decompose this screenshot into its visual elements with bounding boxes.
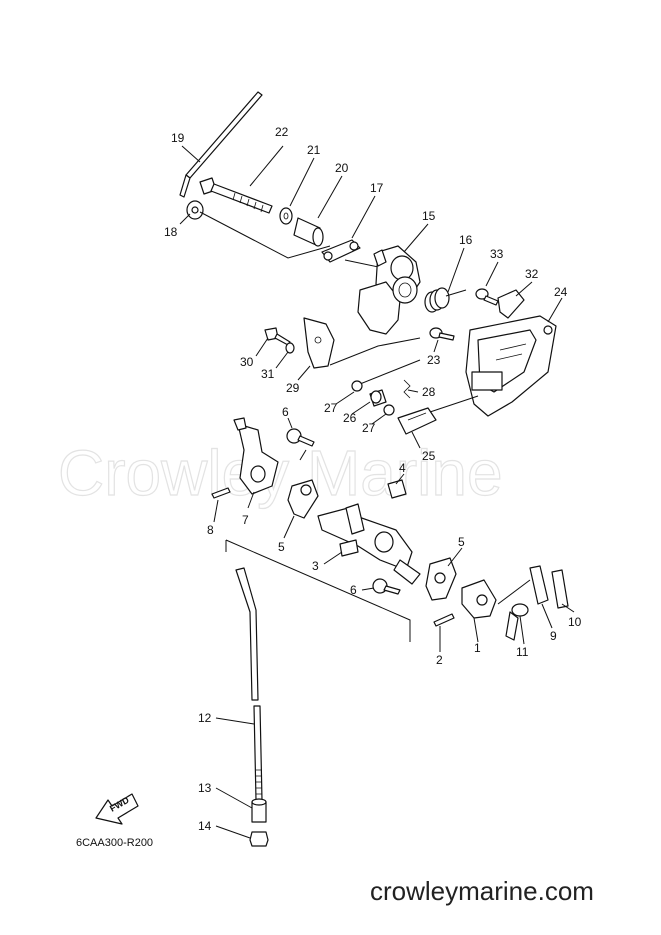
part-19-rod xyxy=(179,91,263,198)
callout-29: 29 xyxy=(286,381,300,395)
part-7-lever xyxy=(233,417,279,495)
part-23-screw xyxy=(429,327,455,341)
part-9-plate xyxy=(529,565,549,605)
part-15-cam-assembly xyxy=(357,245,421,335)
callout-5a: 5 xyxy=(278,540,285,554)
part-16-spring xyxy=(424,287,467,313)
part-32-clip xyxy=(497,289,525,319)
callout-21: 21 xyxy=(307,143,321,157)
fwd-arrow-icon: FWD xyxy=(95,793,139,825)
part-10-plate xyxy=(551,569,569,609)
callout-4: 4 xyxy=(399,461,406,475)
callout-24: 24 xyxy=(554,285,568,299)
callout-10: 10 xyxy=(568,615,582,629)
website-text: crowleymarine.com xyxy=(370,876,594,906)
part-11-bolt xyxy=(505,603,529,641)
callout-13: 13 xyxy=(198,781,212,795)
part-2-pin xyxy=(433,613,455,627)
part-22-bolt xyxy=(199,177,273,214)
part-26-bushing xyxy=(369,389,387,407)
callout-16: 16 xyxy=(459,233,473,247)
callout-20: 20 xyxy=(335,161,349,175)
part-29-plate xyxy=(303,317,335,369)
callout-1: 1 xyxy=(474,641,481,655)
part-24-bracket xyxy=(465,315,557,417)
callout-28: 28 xyxy=(422,385,436,399)
part-21-washer xyxy=(279,207,293,225)
part-18-rod-end xyxy=(186,200,204,220)
callout-2: 2 xyxy=(436,653,443,667)
callout-19: 19 xyxy=(171,131,185,145)
callout-18: 18 xyxy=(164,225,178,239)
callout-15: 15 xyxy=(422,209,436,223)
callout-32: 32 xyxy=(525,267,539,281)
callout-23: 23 xyxy=(427,353,441,367)
part-5-link-b xyxy=(425,557,457,601)
leader-lines xyxy=(179,145,575,839)
part-27-washer-b xyxy=(383,404,395,416)
part-8-pin xyxy=(211,487,231,499)
part-12-rod xyxy=(235,567,263,801)
callout-26: 26 xyxy=(343,411,357,425)
callout-labels: 19 18 22 21 20 17 15 16 33 32 24 23 30 3… xyxy=(164,125,582,833)
callout-14: 14 xyxy=(198,819,212,833)
part-20-collar xyxy=(293,217,324,247)
part-6-bolt-top xyxy=(286,428,315,447)
callout-8: 8 xyxy=(207,523,214,537)
callout-12: 12 xyxy=(198,711,212,725)
part-6-bolt-bottom xyxy=(372,578,401,595)
callout-31: 31 xyxy=(261,367,275,381)
callout-3: 3 xyxy=(312,559,319,573)
diagram-code: 6CAA300-R200 xyxy=(76,837,153,849)
part-5-link-a xyxy=(287,479,319,519)
callout-27a: 27 xyxy=(324,401,338,415)
callout-27b: 27 xyxy=(362,421,376,435)
part-3-shaft xyxy=(317,503,421,585)
callout-6a: 6 xyxy=(282,405,289,419)
part-27-washer-a xyxy=(351,380,363,392)
part-28-clip xyxy=(403,379,411,399)
callout-11: 11 xyxy=(516,645,529,659)
part-17-link xyxy=(321,239,361,263)
part-25-slide xyxy=(397,407,437,435)
part-4-clip xyxy=(387,479,407,499)
watermark: Crowley Marine xyxy=(58,437,503,509)
part-30-bolt xyxy=(264,327,291,346)
callout-17: 17 xyxy=(370,181,384,195)
callout-9: 9 xyxy=(550,629,557,643)
part-14-nut xyxy=(249,831,269,847)
callout-22: 22 xyxy=(275,125,289,139)
callout-6b: 6 xyxy=(350,583,357,597)
part-1-arm xyxy=(461,579,497,619)
callout-25: 25 xyxy=(422,449,436,463)
part-33-screw xyxy=(475,288,499,306)
callout-33: 33 xyxy=(490,247,504,261)
callout-5b: 5 xyxy=(458,535,465,549)
part-13-sleeve xyxy=(251,798,267,823)
part-31-washer xyxy=(285,342,295,354)
callout-7: 7 xyxy=(242,513,249,527)
callout-30: 30 xyxy=(240,355,254,369)
